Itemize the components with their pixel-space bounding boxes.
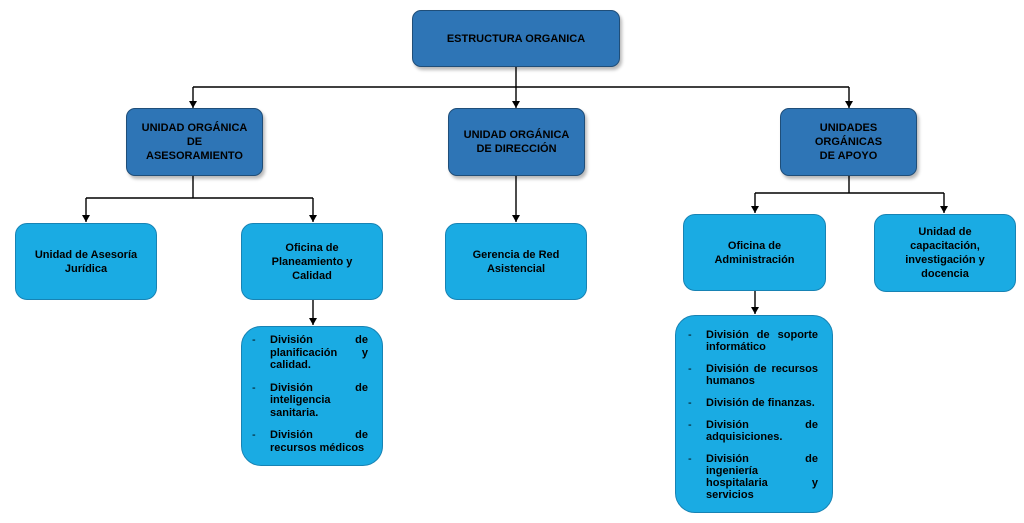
office-capacitacion-label: Unidad de capacitación, investigación y …	[905, 226, 985, 280]
unit-asesoramiento-label: UNIDAD ORGÁNICA DE ASESORAMIENTO	[141, 122, 248, 162]
unit-apoyo-label: UNIDADES ORGÁNICAS DE APOYO	[814, 122, 883, 162]
administracion-divisions-list: División de soporte informático División…	[675, 315, 833, 513]
unit-asesoramiento: UNIDAD ORGÁNICA DE ASESORAMIENTO	[126, 108, 263, 176]
office-administracion-label: Oficina de Administración	[714, 239, 795, 266]
planeamiento-division-item: División de recursos médicos	[248, 429, 368, 454]
planeamiento-division-item: División de inteligencia sanitaria.	[248, 382, 368, 420]
administracion-division-item: División de finanzas.	[684, 397, 818, 409]
unit-direccion: UNIDAD ORGÁNICA DE DIRECCIÓN	[448, 108, 585, 176]
root-node: ESTRUCTURA ORGANICA	[412, 10, 620, 67]
office-administracion: Oficina de Administración	[683, 214, 826, 291]
administracion-division-item: División de recursos humanos	[684, 363, 818, 387]
planeamiento-division-item: División de planificación y calidad.	[248, 334, 368, 372]
planeamiento-divisions-list: División de planificación y calidad. Div…	[241, 326, 383, 466]
unit-apoyo: UNIDADES ORGÁNICAS DE APOYO	[780, 108, 917, 176]
office-planeamiento: Oficina de Planeamiento y Calidad	[241, 223, 383, 300]
office-gerencia-red-label: Gerencia de Red Asistencial	[472, 248, 560, 275]
root-label: ESTRUCTURA ORGANICA	[446, 32, 586, 45]
unit-direccion-label: UNIDAD ORGÁNICA DE DIRECCIÓN	[463, 129, 570, 155]
administracion-division-item: División de soporte informático	[684, 329, 818, 353]
office-capacitacion: Unidad de capacitación, investigación y …	[874, 214, 1016, 292]
administracion-division-item: División de adquisiciones.	[684, 419, 818, 443]
administracion-division-item: División de ingeniería hospitalaria y se…	[684, 453, 818, 501]
office-asesoria-juridica: Unidad de Asesoría Jurídica	[15, 223, 157, 300]
office-asesoria-juridica-label: Unidad de Asesoría Jurídica	[34, 248, 138, 275]
office-planeamiento-label: Oficina de Planeamiento y Calidad	[271, 241, 353, 282]
office-gerencia-red: Gerencia de Red Asistencial	[445, 223, 587, 300]
